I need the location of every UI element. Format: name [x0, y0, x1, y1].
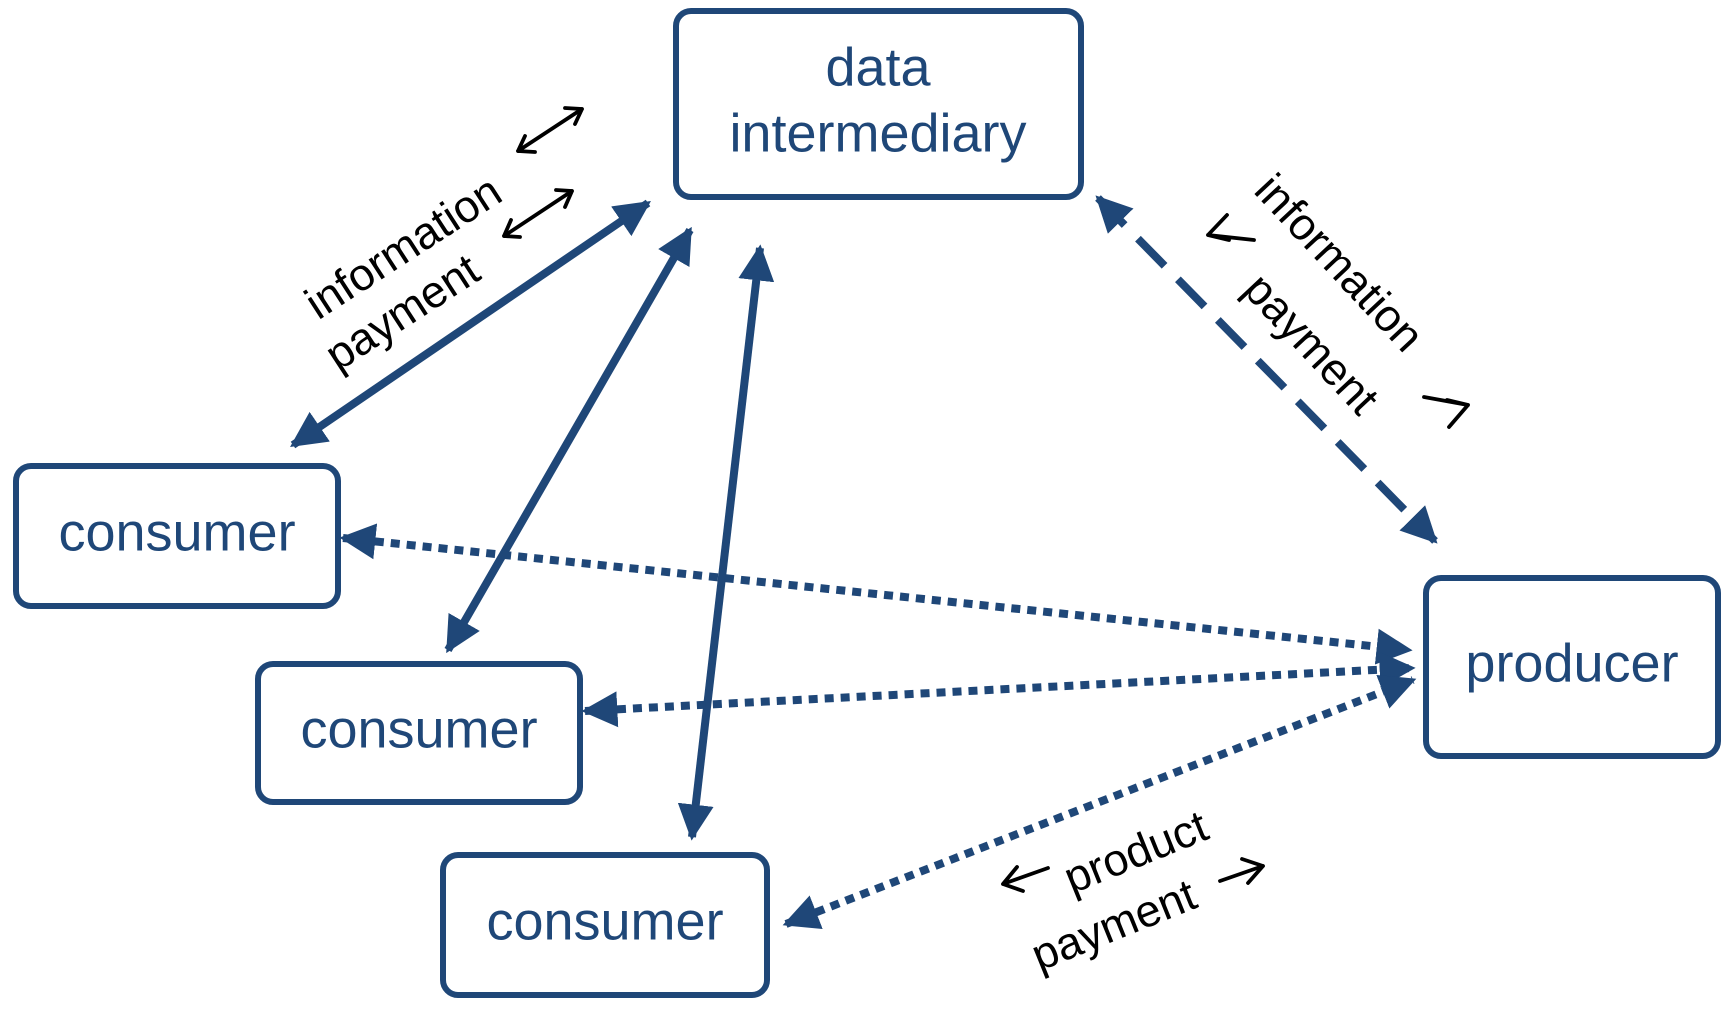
right-arrow-icon: [1218, 857, 1265, 885]
consumer-3-label: consumer: [486, 891, 723, 951]
bidirectional-arrow-icon: [516, 106, 584, 154]
consumer-2-label: consumer: [300, 699, 537, 759]
consumer-node-1: consumer: [13, 463, 341, 609]
right-arrow-icon: [1422, 395, 1470, 429]
link-intermediary-consumer-2: [444, 226, 694, 654]
consumer-node-2: consumer: [255, 661, 583, 805]
producer-node: producer: [1423, 575, 1721, 759]
link-producer-consumer-3: [782, 674, 1417, 930]
link-intermediary-consumer-3: [677, 244, 775, 841]
data-intermediary-node: data intermediary: [673, 8, 1084, 200]
producer-label: producer: [1465, 633, 1678, 693]
link-intermediary-producer: [1095, 195, 1438, 544]
data-intermediary-line-1: data: [825, 37, 931, 97]
consumer-1-label: consumer: [58, 502, 295, 562]
left-arrow-icon: [1206, 213, 1256, 242]
consumer-node-3: consumer: [440, 852, 770, 998]
data-intermediary-line-2: intermediary: [729, 103, 1026, 163]
left-arrow-icon: [1001, 865, 1050, 893]
bidirectional-arrow-icon: [502, 188, 574, 239]
link-producer-consumer-1: [339, 523, 1413, 665]
